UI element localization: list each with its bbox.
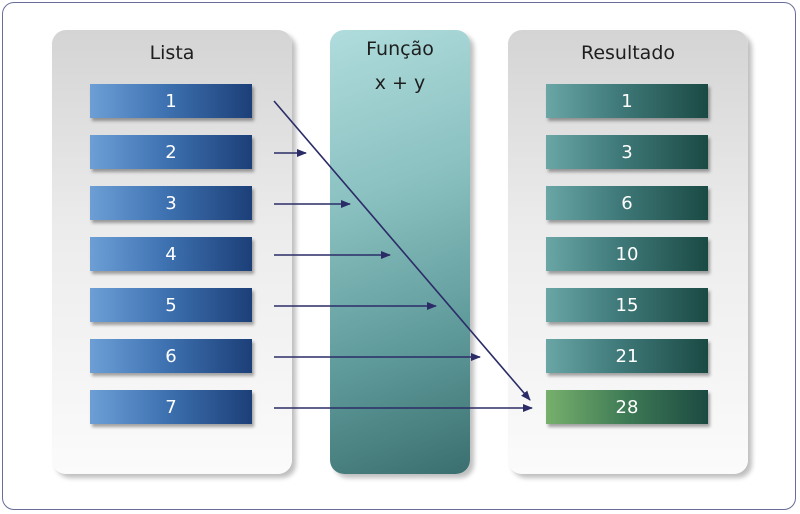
- list-item: 2: [90, 135, 252, 169]
- function-expression: x + y: [374, 72, 426, 94]
- list-item: 6: [90, 339, 252, 373]
- result-item: 6: [546, 186, 708, 220]
- list-item: 4: [90, 237, 252, 271]
- result-title: Resultado: [580, 42, 676, 64]
- list-item: 1: [90, 84, 252, 118]
- function-panel: Função x + y: [330, 30, 470, 474]
- arrow-diagonal: [273, 100, 531, 401]
- result-item: 15: [546, 288, 708, 322]
- result-item: 21: [546, 339, 708, 373]
- list-item: 5: [90, 288, 252, 322]
- list-item: 7: [90, 390, 252, 424]
- result-item-final: 28: [546, 390, 708, 424]
- list-item: 3: [90, 186, 252, 220]
- result-item: 10: [546, 237, 708, 271]
- result-item: 3: [546, 135, 708, 169]
- result-item: 1: [546, 84, 708, 118]
- function-title: Função: [366, 38, 434, 60]
- list-title: Lista: [149, 42, 195, 64]
